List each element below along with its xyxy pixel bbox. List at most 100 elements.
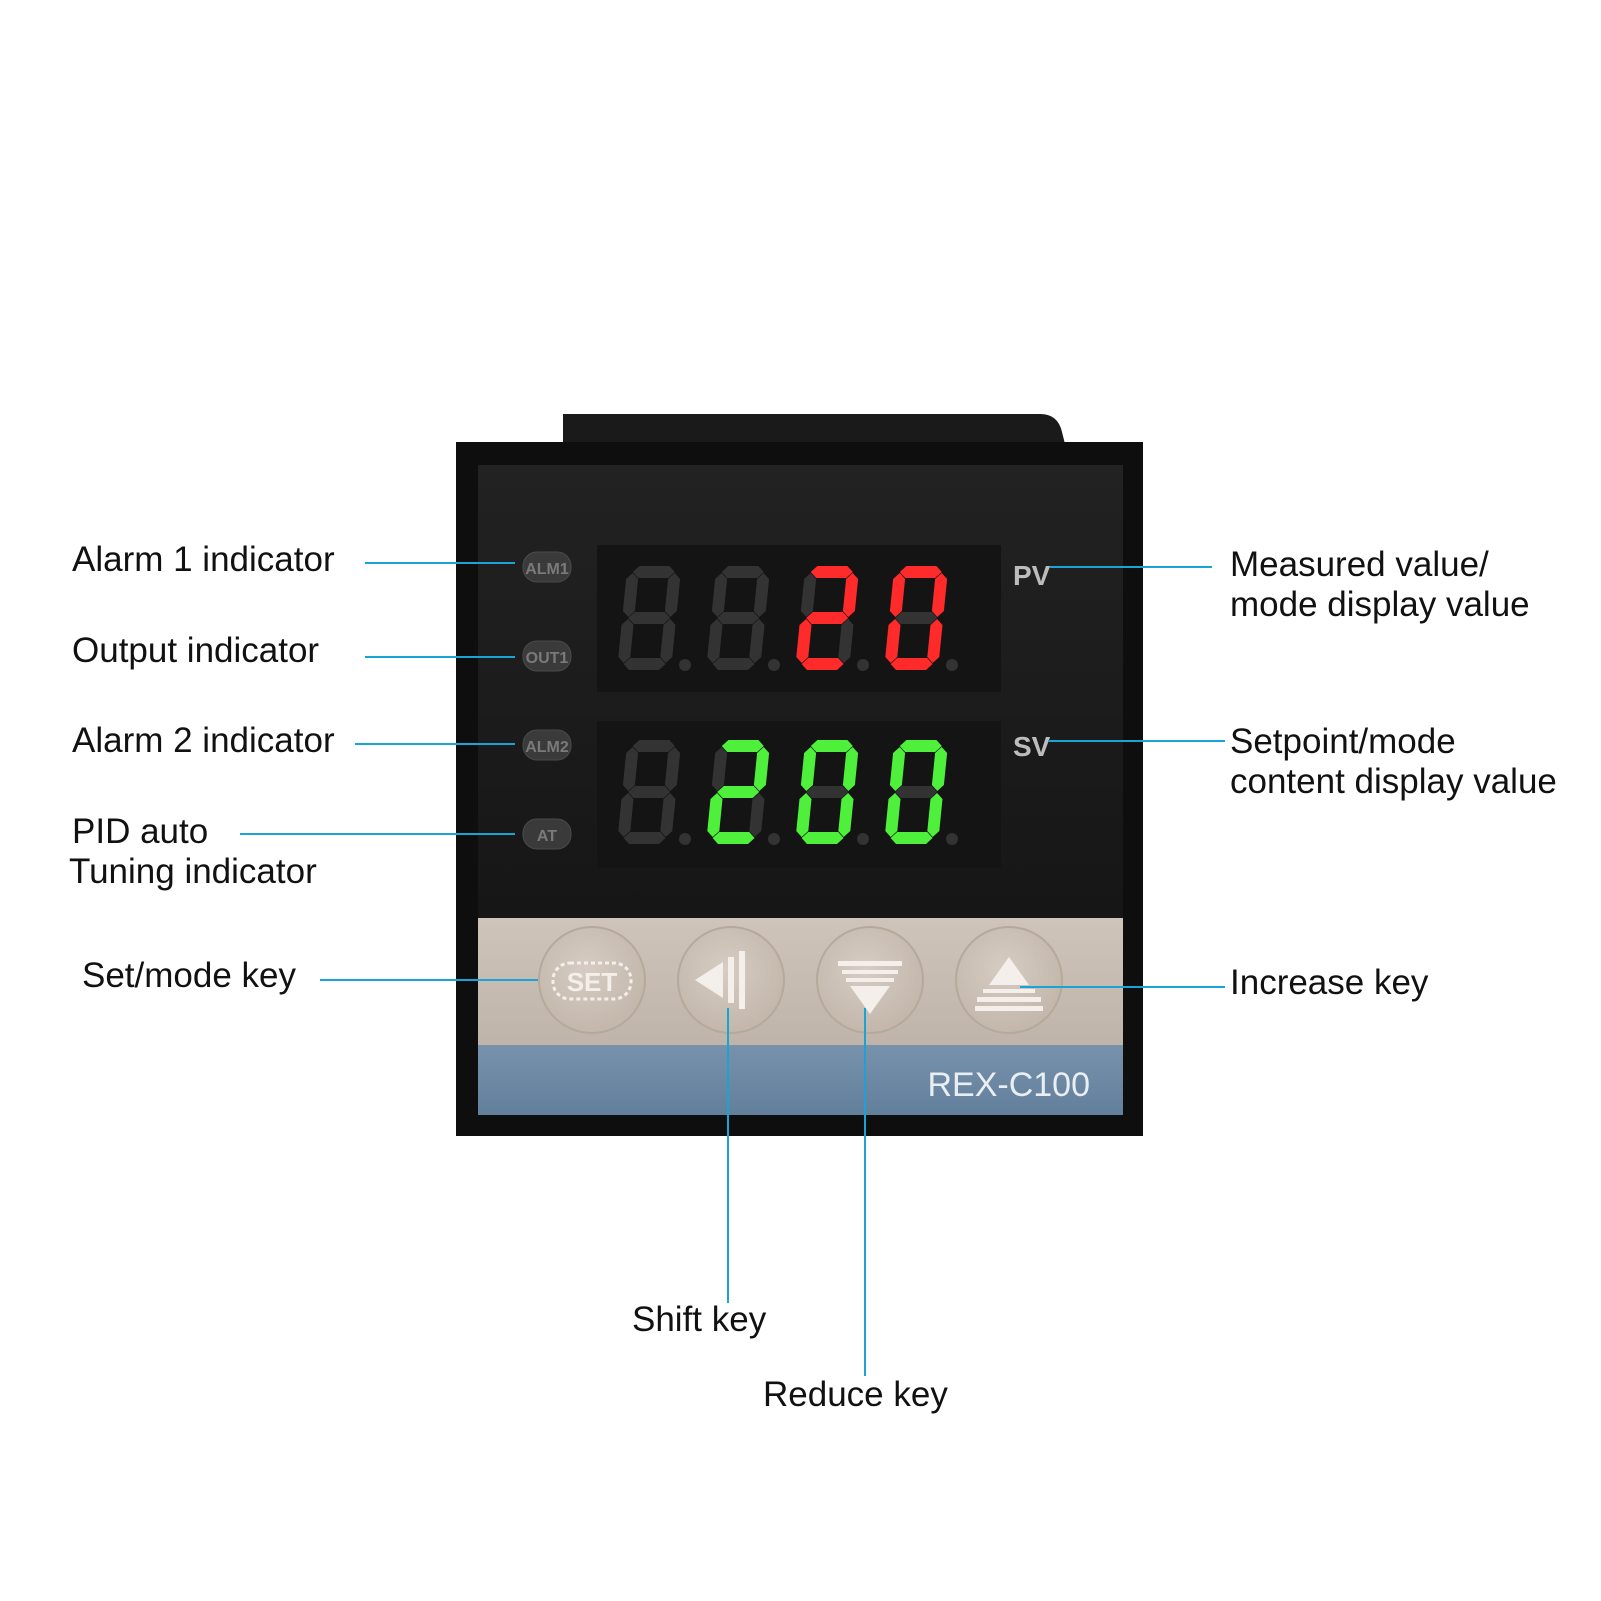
indicator-group: ALM1 OUT1 ALM2 AT (522, 551, 572, 850)
pv-segment (628, 612, 671, 624)
pv-digit-4 (885, 566, 958, 671)
pv-decimal-point (946, 659, 958, 671)
reduce-callout-text: Reduce key (763, 1375, 948, 1414)
alarm1-callout: Alarm 1 indicator (72, 540, 335, 580)
set-mode-key[interactable]: SET (538, 926, 646, 1034)
pv-segment (927, 619, 943, 663)
pv-segment (711, 573, 728, 617)
sv-segment (885, 793, 901, 837)
setpoint-callout-line2: content display value (1230, 762, 1557, 801)
sv-segment (810, 740, 853, 752)
pv-segment (796, 619, 812, 663)
model-strip (478, 1045, 1123, 1115)
pv-segment (810, 566, 853, 578)
sv-segment (721, 740, 764, 752)
set-mode-callout-text: Set/mode key (82, 956, 296, 995)
alarm2-callout: Alarm 2 indicator (72, 721, 335, 761)
sv-decimal-point (768, 833, 780, 845)
sv-segment (622, 747, 639, 791)
pv-segment (749, 619, 765, 663)
at-indicator-label: AT (537, 828, 557, 845)
alm1-indicator: ALM1 (522, 551, 572, 583)
sv-segment (899, 740, 942, 752)
pv-decimal-point (679, 659, 691, 671)
sv-segment (712, 832, 755, 844)
setpoint-callout-line1: Setpoint/mode (1230, 722, 1456, 761)
sv-segment (931, 747, 948, 791)
shift-callout-text: Shift key (632, 1300, 767, 1339)
pv-segment (806, 612, 849, 624)
pv-segment (712, 658, 755, 670)
sv-segment (889, 747, 906, 791)
alarm1-callout-text: Alarm 1 indicator (72, 540, 335, 579)
pv-segment (623, 658, 666, 670)
sv-segment (895, 786, 938, 798)
set-mode-callout: Set/mode key (82, 956, 296, 996)
pv-segment (707, 619, 723, 663)
alarm2-callout-text: Alarm 2 indicator (72, 721, 335, 760)
increase-callout-text: Increase key (1230, 963, 1429, 1002)
setpoint-callout: Setpoint/mode content display value (1230, 722, 1557, 802)
pv-segment (801, 658, 844, 670)
pv-segment (800, 573, 817, 617)
down-arrow-icon (838, 961, 902, 1014)
pv-segment (753, 573, 770, 617)
out1-indicator-label: OUT1 (526, 650, 569, 667)
mounting-clip (563, 414, 1066, 448)
pv-digit-1 (618, 566, 691, 671)
pv-segment (899, 566, 942, 578)
sv-segment (927, 793, 943, 837)
sv-segment (796, 793, 812, 837)
pv-segment (931, 573, 948, 617)
sv-segment (618, 793, 634, 837)
sv-segment (717, 786, 760, 798)
pv-segment (717, 612, 760, 624)
increase-callout: Increase key (1230, 963, 1428, 1003)
sv-segment (800, 747, 817, 791)
pv-segment (664, 573, 681, 617)
pv-segment (838, 619, 854, 663)
alm2-indicator-label: ALM2 (525, 739, 569, 756)
at-indicator: AT (522, 818, 572, 850)
sv-segment (753, 747, 770, 791)
sv-segment (623, 832, 666, 844)
sv-digit-1 (618, 740, 691, 845)
pv-segment (721, 566, 764, 578)
sv-segment (707, 793, 723, 837)
pv-decimal-point (768, 659, 780, 671)
measured-callout-line1: Measured value/ (1230, 545, 1489, 584)
set-key-label: SET (567, 967, 618, 997)
shift-key[interactable] (677, 926, 785, 1034)
pid-callout: PID auto Tuning indicator (69, 812, 317, 892)
sv-segment (632, 740, 675, 752)
sv-label: SV (1013, 731, 1051, 762)
sv-decimal-point (857, 833, 869, 845)
sv-segment (749, 793, 765, 837)
up-arrow-icon (975, 957, 1043, 1011)
pv-segment (842, 573, 859, 617)
alm2-indicator: ALM2 (522, 729, 572, 761)
pv-segment (632, 566, 675, 578)
pv-segment (660, 619, 676, 663)
increase-key[interactable] (955, 926, 1063, 1034)
sv-digit-2 (707, 740, 780, 845)
sv-segment (806, 786, 849, 798)
pv-segment (890, 658, 933, 670)
output-callout: Output indicator (72, 631, 319, 671)
sv-segment (628, 786, 671, 798)
pv-segment (895, 612, 938, 624)
reduce-key[interactable] (816, 926, 924, 1034)
sv-display (618, 740, 958, 845)
sv-segment (842, 747, 859, 791)
sv-digit-4 (885, 740, 958, 845)
pv-segment (618, 619, 634, 663)
measured-callout-line2: mode display value (1230, 585, 1530, 624)
pid-callout-line1: PID auto (72, 812, 209, 851)
alm1-indicator-label: ALM1 (525, 561, 569, 578)
sv-digit-3 (796, 740, 869, 845)
pv-segment (889, 573, 906, 617)
model-label: REX-C100 (927, 1066, 1090, 1104)
pv-display (618, 566, 958, 671)
pv-label: PV (1013, 560, 1051, 591)
